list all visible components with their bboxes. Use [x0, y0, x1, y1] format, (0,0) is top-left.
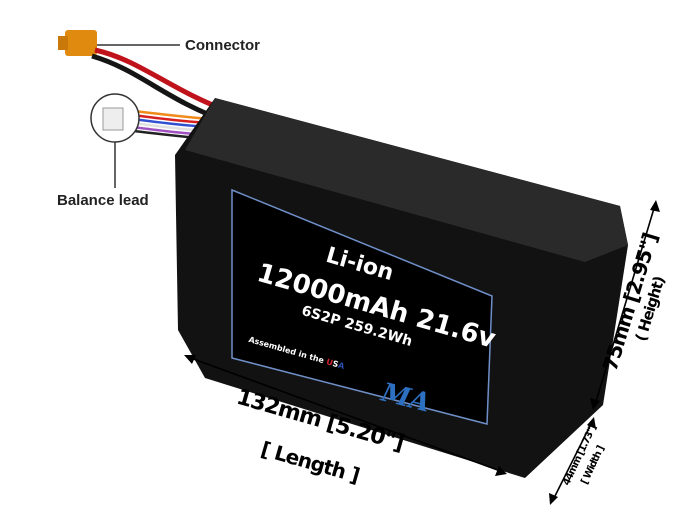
height-arrow: [594, 204, 656, 406]
battery-label-panel: [231, 188, 493, 425]
battery-top: [185, 98, 628, 262]
width-arrow: [552, 421, 593, 501]
dimension-arrows: [187, 204, 656, 501]
length-arrow: [187, 356, 504, 473]
connector-callout: Connector: [185, 37, 260, 54]
xt-connector-icon: [58, 30, 97, 56]
balance-lead-callout: Balance lead: [57, 192, 149, 209]
balance-plug-icon: [102, 107, 124, 131]
